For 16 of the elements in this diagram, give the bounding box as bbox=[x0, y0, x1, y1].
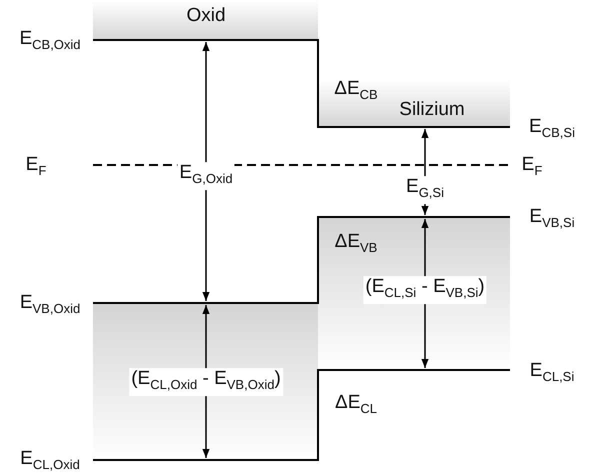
energy-level-label: E$_{F}$ bbox=[26, 154, 46, 180]
energy-difference-label: (E$_{CL,Si}$ - E$_{VB,Si}$) bbox=[363, 276, 487, 304]
energy-level-label: E$_{CB,Si}$ bbox=[529, 116, 575, 142]
energy-level-label: E$_{VB,Oxid}$ bbox=[20, 292, 80, 318]
energy-offset-label: ΔE$_{CB}$ bbox=[334, 78, 378, 104]
energy-level-label: E$_{CL,Si}$ bbox=[530, 360, 574, 386]
energy-level-label: E$_{F}$ bbox=[522, 154, 542, 180]
region-label: Oxid bbox=[186, 5, 226, 27]
energy-offset-label: ΔE$_{CL}$ bbox=[335, 392, 377, 418]
energy-offset-label: ΔE$_{VB}$ bbox=[334, 231, 378, 257]
region-label: Silizium bbox=[399, 99, 465, 121]
energy-level-label: E$_{CL,Oxid}$ bbox=[20, 448, 80, 473]
band-gap-label: E$_{G,Oxid}$ bbox=[177, 162, 235, 190]
energy-level-label: E$_{VB,Si}$ bbox=[529, 206, 575, 232]
energy-difference-label: (E$_{CL,Oxid}$ - E$_{VB,Oxid}$) bbox=[129, 368, 283, 396]
energy-level-label: E$_{CB,Oxid}$ bbox=[19, 28, 81, 54]
